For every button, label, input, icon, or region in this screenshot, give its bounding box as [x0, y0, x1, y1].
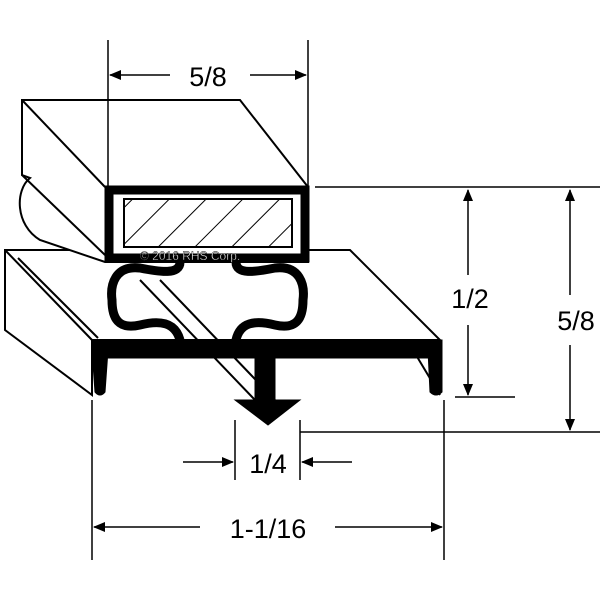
- dim-top-width: 5/8: [189, 62, 227, 92]
- hatched-insert: [123, 198, 293, 248]
- dart-arrow: [233, 399, 302, 426]
- dimension-lines: [91, 40, 600, 560]
- dim-overall-width: 1-1/16: [230, 514, 307, 544]
- dim-dart-width: 1/4: [249, 449, 287, 479]
- dim-overall-height: 5/8: [557, 306, 595, 336]
- copyright-text: © 2016 RHS Corp.: [140, 249, 240, 263]
- dim-inner-height: 1/2: [451, 284, 489, 314]
- bulbs: [107, 261, 308, 342]
- base-profile: [91, 339, 443, 426]
- base-flange: [4, 249, 443, 401]
